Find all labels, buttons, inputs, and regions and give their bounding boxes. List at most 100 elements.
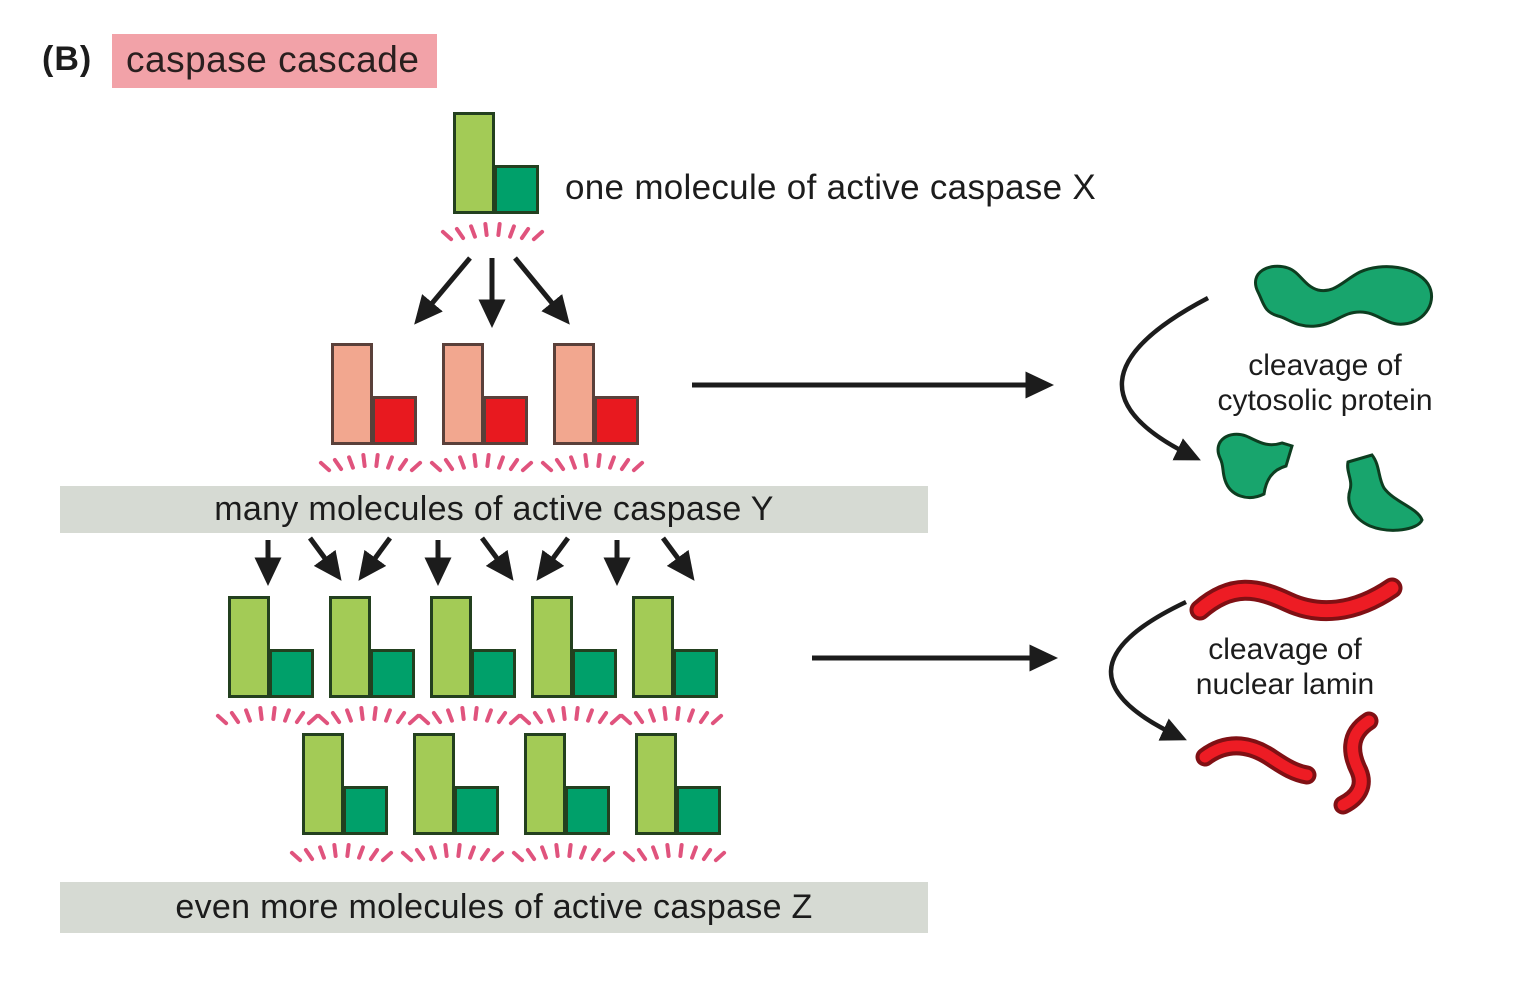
cytosolic-cleavage-line2: cytosolic protein [1217, 384, 1433, 417]
ray-line [484, 707, 494, 724]
activity-rays [318, 450, 427, 476]
activity-rays [540, 450, 649, 476]
ray-line [519, 226, 531, 241]
caspase-molecule-green [440, 112, 545, 244]
large-subunit [302, 733, 344, 835]
caspase-molecule-green [316, 596, 421, 728]
lamin-cleavage-line1: cleavage of [1208, 633, 1362, 666]
ray-line [483, 221, 489, 238]
ray-line [332, 457, 344, 472]
small-subunit [676, 786, 721, 835]
activity-rays [316, 703, 425, 729]
ray-line [662, 705, 668, 722]
caspase-molecule-pink [429, 343, 534, 475]
caspase-y-molecule-row [318, 343, 645, 475]
caspase-molecule-green [619, 596, 724, 728]
ray-line [332, 842, 338, 859]
ray-line [385, 454, 395, 471]
ray-line [428, 844, 438, 861]
ray-line [508, 457, 520, 472]
large-subunit [524, 733, 566, 835]
arrow-y-to-z-5 [479, 536, 514, 581]
ray-line [485, 452, 491, 469]
ray-line [344, 707, 354, 724]
ray-line [330, 710, 342, 725]
ray-line [397, 457, 409, 472]
nuclear-lamin-fragment-right [1333, 711, 1379, 815]
small-subunit [372, 396, 417, 445]
ray-line [468, 223, 478, 240]
activity-rays [511, 840, 620, 866]
ray-line [454, 226, 466, 241]
ray-line [316, 712, 330, 727]
caspase-molecule-pink [318, 343, 423, 475]
ray-line [701, 847, 713, 862]
ray-line [540, 459, 554, 474]
nuclear-lamin-fragment-left [1195, 736, 1317, 785]
caspase-molecule-green [511, 733, 616, 865]
ray-line [282, 707, 292, 724]
small-subunit [483, 396, 528, 445]
caspase-y-banner: many molecules of active caspase Y [60, 486, 928, 533]
ray-line [359, 705, 365, 722]
ray-line [647, 707, 657, 724]
ray-line [597, 710, 609, 725]
ray-line [678, 842, 684, 859]
ray-line [574, 705, 580, 722]
small-subunit [471, 649, 516, 698]
ray-line [479, 847, 491, 862]
ray-line [631, 459, 645, 474]
large-subunit [632, 596, 674, 698]
ray-line [429, 459, 443, 474]
lamin-cleavage-label: cleavage of nuclear lamin [1135, 632, 1435, 702]
ray-line [243, 707, 253, 724]
ray-line [689, 844, 699, 861]
ray-line [532, 710, 544, 725]
ray-line [568, 454, 578, 471]
ray-line [622, 849, 636, 864]
ray-line [271, 705, 277, 722]
activity-rays [619, 703, 728, 729]
caspase-molecule-green [400, 733, 505, 865]
ray-line [456, 842, 462, 859]
arrow-y-to-z-2 [307, 536, 342, 581]
ray-line [546, 707, 556, 724]
ray-line [496, 710, 508, 725]
ray-line [457, 454, 467, 471]
cytosolic-protein-fragment-left [1216, 432, 1294, 499]
large-subunit [553, 343, 595, 445]
small-subunit [673, 649, 718, 698]
small-subunit [269, 649, 314, 698]
ray-line [374, 452, 380, 469]
ray-line [713, 849, 727, 864]
cytosolic-cleavage-label: cleavage of cytosolic protein [1165, 348, 1485, 418]
caspase-molecule-green [622, 733, 727, 865]
ray-line [511, 849, 525, 864]
ray-line [417, 712, 431, 727]
large-subunit [635, 733, 677, 835]
ray-line [619, 712, 633, 727]
ray-line [443, 842, 449, 859]
ray-line [372, 705, 378, 722]
caspase-z-banner: even more molecules of active caspase Z [60, 882, 928, 933]
ray-line [539, 844, 549, 861]
activity-rays [622, 840, 731, 866]
ray-line [607, 454, 617, 471]
ray-line [440, 228, 454, 243]
caspase-z-molecule-row-1 [215, 596, 724, 729]
ray-line [368, 847, 380, 862]
activity-rays [215, 703, 324, 729]
activity-rays [400, 840, 509, 866]
activity-rays [417, 703, 526, 729]
ray-line [361, 452, 367, 469]
ray-line [294, 710, 306, 725]
ray-line [289, 849, 303, 864]
caspase-molecule-green [215, 596, 320, 728]
ray-line [710, 712, 724, 727]
small-subunit [343, 786, 388, 835]
ray-line [491, 849, 505, 864]
caspase-molecule-green [289, 733, 394, 865]
ray-line [443, 457, 455, 472]
activity-rays [518, 703, 627, 729]
ray-line [409, 459, 423, 474]
